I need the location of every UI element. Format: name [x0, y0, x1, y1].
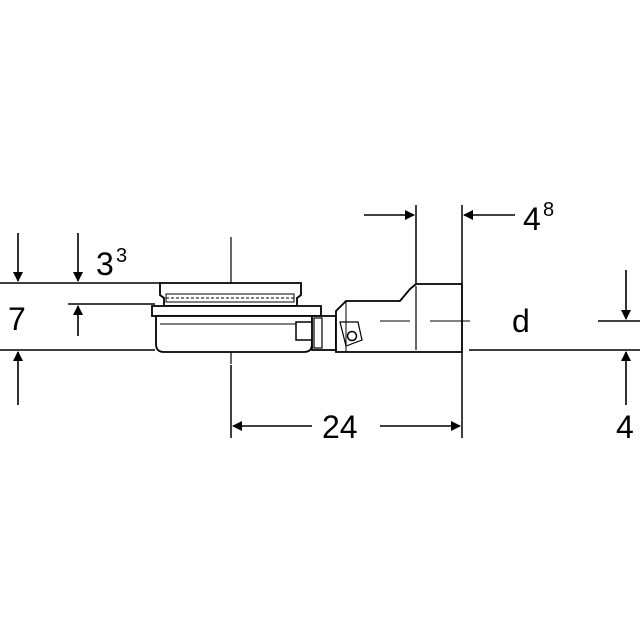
flange	[151, 305, 322, 317]
dim-grate-3-sup: 3	[116, 245, 127, 267]
grate-slot	[165, 293, 295, 303]
outlet-pipe	[335, 283, 463, 353]
clip-hole	[346, 330, 358, 342]
dim-length-24: 24	[322, 409, 358, 445]
extension-lines	[0, 205, 640, 438]
dim-outlet-diameter: d	[512, 303, 530, 339]
dim-depth-7: 7	[8, 301, 26, 337]
bowl	[155, 315, 313, 353]
drain-body	[151, 282, 470, 353]
dimension-arrows	[13, 210, 631, 431]
dim-grate-3: 3	[96, 246, 114, 282]
dim-outlet-4-sup: 8	[543, 199, 554, 221]
dim-right-4: 4	[616, 409, 634, 445]
dim-outlet-4: 4	[523, 201, 541, 237]
